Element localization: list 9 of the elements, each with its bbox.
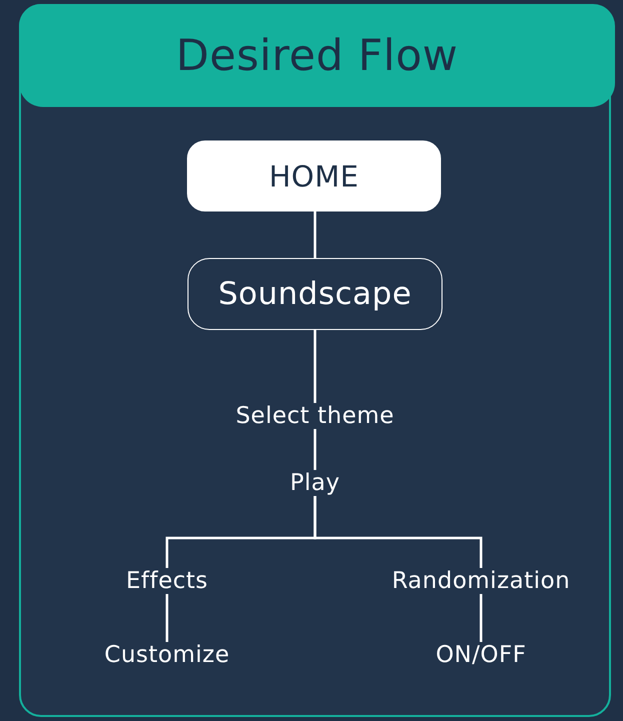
connector-line <box>480 594 482 642</box>
connector-line <box>314 330 316 403</box>
screen-box: HOME <box>187 140 441 212</box>
title: Desired Flow <box>176 30 458 80</box>
connector-line <box>314 429 316 470</box>
screen-box: Soundscape <box>188 258 442 330</box>
connector-line <box>314 212 316 258</box>
connector-line <box>314 496 482 568</box>
connector-line <box>166 594 168 642</box>
